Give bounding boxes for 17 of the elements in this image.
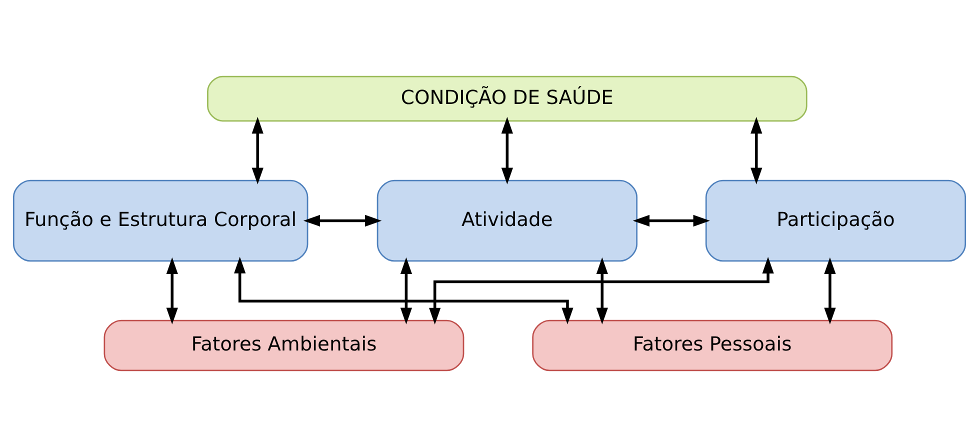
node-box: CONDIÇÃO DE SAÚDE xyxy=(207,75,808,122)
node-box: Fatores Ambientais xyxy=(104,319,464,371)
node-box: Função e Estrutura Corporal xyxy=(12,179,308,262)
arrow xyxy=(252,116,264,184)
arrow xyxy=(166,256,178,324)
arrow xyxy=(303,214,382,226)
arrow xyxy=(632,214,710,226)
node-box: Atividade xyxy=(376,179,638,262)
arrow xyxy=(501,116,514,184)
arrow xyxy=(400,256,412,324)
arrow xyxy=(750,116,762,184)
arrow xyxy=(824,256,836,324)
arrow xyxy=(596,256,608,324)
node-box: Participação xyxy=(705,179,966,262)
arrow xyxy=(234,256,574,324)
node-box: Fatores Pessoais xyxy=(532,319,893,371)
arrow xyxy=(429,256,774,324)
